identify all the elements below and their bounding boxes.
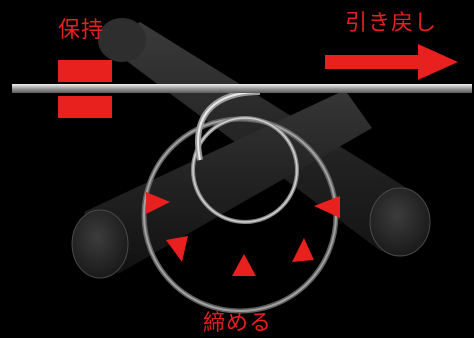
horizontal-wire [12,84,472,93]
hold-clamp-top [58,60,112,82]
tighten-arrow-lower-left-icon [166,236,188,262]
pull-back-label: 引き戻し [345,11,438,36]
tighten-label: 締める [203,311,273,336]
pull-back-arrow-icon [325,44,458,80]
tighten-arrow-right-icon [314,196,340,218]
hold-label: 保持 [58,18,105,43]
hold-clamp [58,60,112,118]
tighten-arrow-left-icon [146,192,170,214]
tighten-arrow-lower-right-icon [292,238,314,262]
tighten-arrows [146,192,340,276]
tighten-arrow-bottom-icon [232,254,256,276]
hold-clamp-bottom [58,96,112,118]
cylinder-lower-left-to-upper-right [71,90,372,279]
